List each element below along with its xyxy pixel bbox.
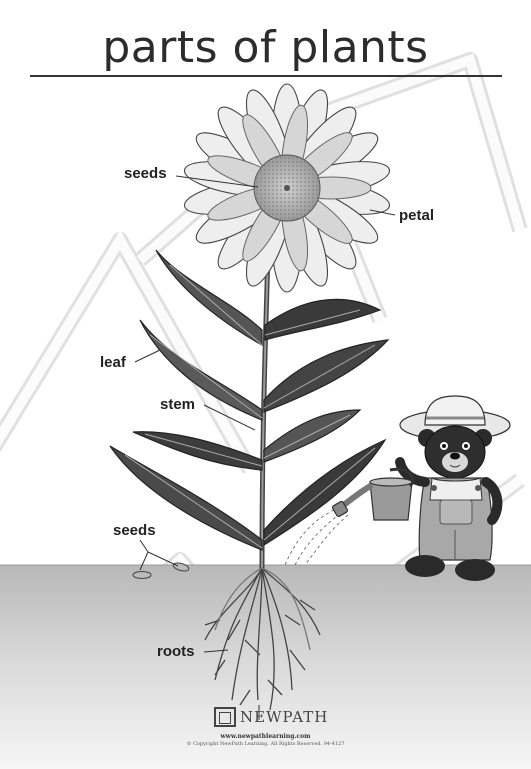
footer-url: www.newpathlearning.com — [0, 733, 531, 740]
label-leaf: leaf — [100, 354, 126, 371]
label-stem: stem — [160, 396, 195, 413]
newpath-logo: NEWPATH — [214, 707, 328, 727]
page-title: parts of plants — [0, 22, 531, 73]
label-seeds-ground: seeds — [113, 522, 156, 539]
footer-copyright: © Copyright NewPath Learning. All Rights… — [0, 741, 531, 747]
label-roots: roots — [157, 643, 195, 660]
label-seeds-flower: seeds — [124, 165, 167, 182]
title-underline — [30, 75, 502, 77]
newpath-logo-icon — [214, 707, 236, 727]
newpath-logo-text: NEWPATH — [240, 708, 328, 726]
label-petal: petal — [399, 207, 434, 224]
